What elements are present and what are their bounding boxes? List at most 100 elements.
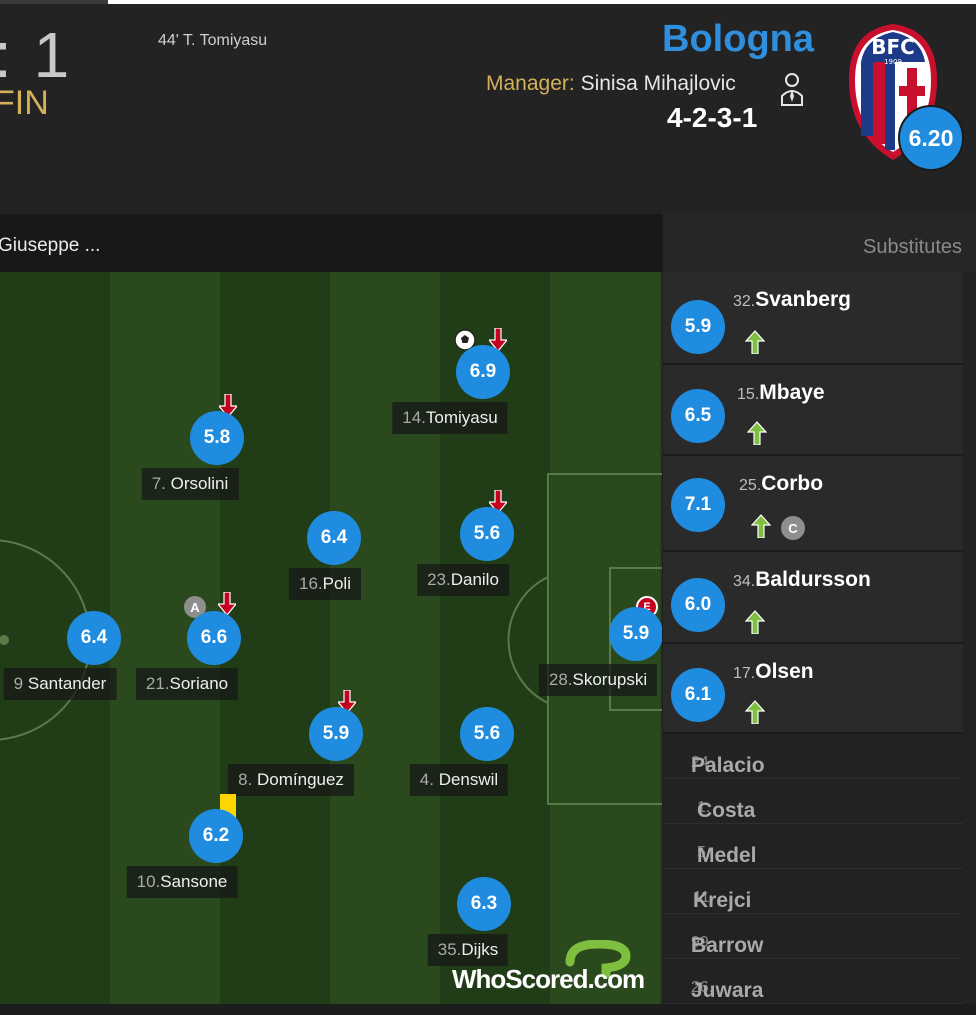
player-number: 9 (13, 674, 24, 693)
player-label: 16.Poli (289, 568, 361, 600)
bench-name: Juwara (691, 979, 764, 1002)
bench-number: 26. (691, 979, 714, 996)
bench-number: 99. (691, 934, 714, 951)
captain-badge-icon: A (184, 596, 206, 618)
player-name: Sansone (160, 872, 228, 891)
substitutes-title: Substitutes (863, 236, 962, 258)
crest-text: BFC (871, 35, 915, 59)
player-number: 16. (299, 574, 323, 593)
substitute-number: 25. (739, 477, 762, 494)
substitute-row[interactable]: 6.0 34.Baldursson (663, 552, 963, 644)
substitute-label: Svanberg (755, 288, 851, 311)
player-name: Soriano (169, 674, 229, 693)
player-name: Tomiyasu (425, 408, 498, 427)
substitute-number: 32. (733, 293, 756, 310)
player-label: 35.Dijks (427, 934, 509, 966)
rating-bubble: 6.4 (67, 611, 121, 665)
bench-row[interactable]: 99.Barrow (663, 914, 963, 959)
player-name: Domínguez (256, 770, 344, 789)
bench-number: 1. (697, 799, 711, 816)
tab-current[interactable]: Giuseppe ... (0, 235, 101, 256)
sub-in-arrow-icon (751, 514, 771, 538)
rating-bubble: 7.1 (671, 478, 725, 532)
player-number: 4. (419, 770, 434, 789)
substitute-row[interactable]: 7.1 25.Corbo C (663, 456, 963, 552)
match-lineup-panel: : 1 FIN 44' T. Tomiyasu Bologna Manager:… (0, 4, 976, 1015)
top-edge (0, 0, 980, 4)
bench-name: Krejci (693, 889, 752, 912)
substitute-name: 34.Baldursson (733, 568, 871, 592)
player-number: 14. (402, 408, 426, 427)
team-name[interactable]: Bologna (662, 18, 814, 60)
bench-number: 5. (697, 844, 711, 861)
crest-year: 1909 (884, 58, 902, 66)
sub-out-arrow-icon (489, 328, 507, 352)
player-label: 28.Skorupski (538, 664, 658, 696)
sub-in-arrow-icon (745, 610, 765, 634)
manager-name[interactable]: Sinisa Mihajlovic (580, 72, 736, 95)
rating-bubble: 5.9 (309, 707, 363, 761)
player-label: 21.Soriano (135, 668, 239, 700)
substitute-row[interactable]: 6.1 17.Olsen (663, 644, 963, 734)
watermark-logo-icon (565, 940, 631, 978)
substitute-name: 17.Olsen (733, 660, 814, 684)
match-header: : 1 FIN 44' T. Tomiyasu Bologna Manager:… (0, 4, 976, 214)
bench-row[interactable]: 1.Costa (663, 779, 963, 824)
ball-icon (454, 329, 476, 351)
player-number: 8. (238, 770, 253, 789)
sub-in-arrow-icon (745, 330, 765, 354)
rating-bubble: 6.9 (456, 345, 510, 399)
tab-row: Giuseppe ... (0, 214, 662, 272)
top-edge-tab (0, 0, 108, 4)
player-name: Orsolini (170, 474, 229, 493)
substitute-label: Corbo (761, 472, 824, 495)
goal-event: 44' T. Tomiyasu (158, 32, 268, 49)
bench-row[interactable]: 24.Palacio (663, 734, 963, 779)
rating-bubble: 5.8 (190, 411, 244, 465)
rating-bubble: 6.4 (307, 511, 361, 565)
bench-name: Barrow (691, 934, 764, 957)
player-label: 4. Denswil (409, 764, 509, 796)
player-number: 21. (145, 674, 170, 693)
substitutes-panel: 5.9 32.Svanberg 6.5 15.Mbaye 7.1 25.Corb… (663, 272, 976, 1004)
player-label: 14.Tomiyasu (392, 402, 508, 434)
substitute-row[interactable]: 6.5 15.Mbaye (663, 365, 963, 456)
player-label: 7. Orsolini (141, 468, 239, 500)
sub-in-arrow-icon (747, 421, 767, 445)
substitute-name: 32.Svanberg (733, 288, 851, 312)
formation: 4-2-3-1 (667, 102, 758, 133)
rating-bubble: 5.9 (671, 300, 725, 354)
bench-name: Medel (697, 844, 757, 867)
score: : 1 (0, 19, 72, 91)
substitute-number: 15. (737, 386, 760, 403)
manager-label: Manager: (486, 72, 575, 95)
player-name: Dijks (461, 940, 499, 959)
rating-bubble: 5.6 (460, 707, 514, 761)
whoscored-watermark: WhoScored.com (452, 940, 652, 1002)
bench-name: Palacio (691, 754, 765, 777)
watermark-text: WhoScored.com (452, 964, 645, 994)
sub-out-arrow-icon (218, 592, 236, 616)
player-number: 28. (548, 670, 573, 689)
substitute-label: Olsen (755, 660, 814, 683)
bench-row[interactable]: 11.Krejci (663, 869, 963, 914)
substitute-row[interactable]: 5.9 32.Svanberg (663, 272, 963, 365)
player-label: 8. Domínguez (228, 764, 354, 796)
rating-bubble: 5.6 (460, 507, 514, 561)
player-name: Santander (27, 674, 107, 693)
bench-name: Costa (697, 799, 756, 822)
player-number: 7. (151, 474, 166, 493)
captain-badge-icon: C (781, 516, 805, 540)
player-label: 10.Sansone (126, 866, 238, 898)
substitute-number: 17. (733, 665, 756, 682)
bench-row[interactable]: 26.Juwara (663, 959, 963, 1004)
player-name: Skorupski (572, 670, 648, 689)
substitute-label: Mbaye (759, 381, 825, 404)
rating-bubble: 6.0 (671, 578, 725, 632)
bench-row[interactable]: 5.Medel (663, 824, 963, 869)
rating-bubble: 6.1 (671, 668, 725, 722)
manager: Manager: Sinisa Mihajlovic (486, 72, 736, 96)
player-number: 10. (136, 872, 161, 891)
rating-bubble: 5.9 (609, 607, 662, 661)
rating-bubble: 6.6 (187, 611, 241, 665)
